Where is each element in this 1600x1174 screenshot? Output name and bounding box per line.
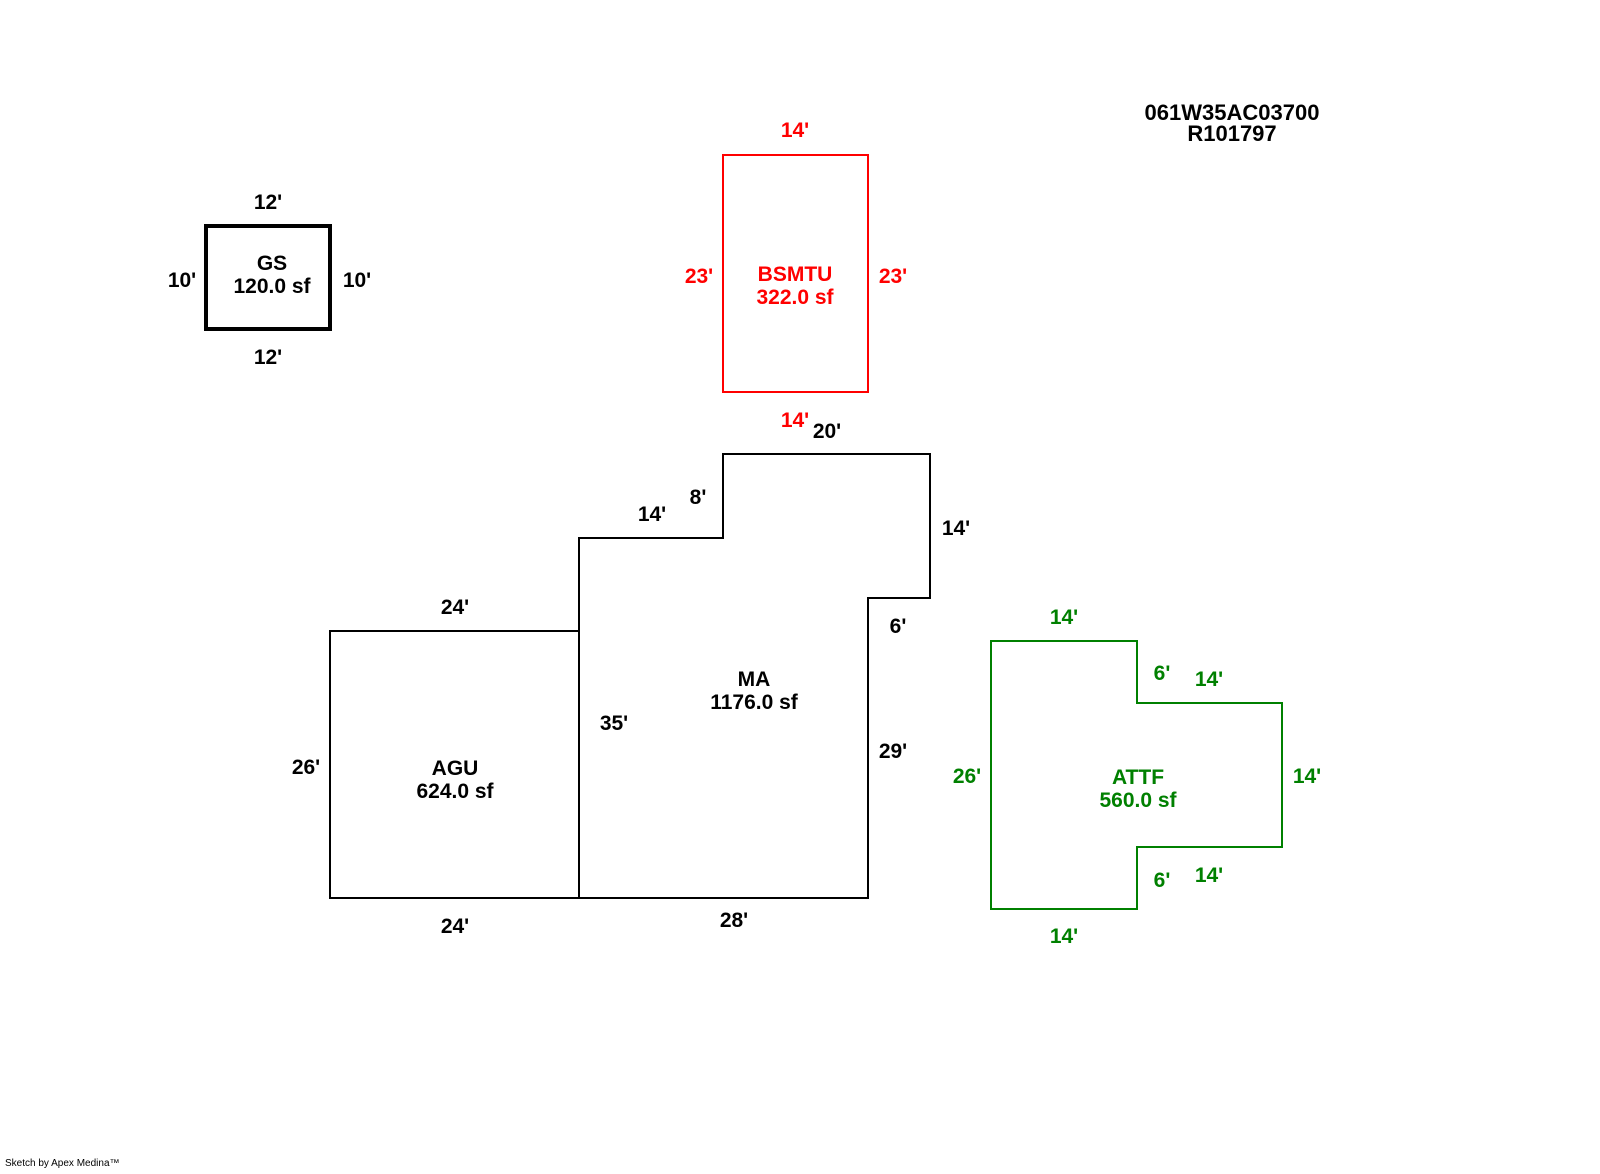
bsmtu-area: 322.0 sf	[756, 286, 834, 309]
agu-dim-bottom: 24'	[441, 915, 469, 938]
attf-code: ATTF	[1112, 766, 1164, 789]
agu-outline	[329, 630, 579, 899]
sketch-credit: Sketch by Apex Medina™	[5, 1158, 120, 1169]
gs-dim-top: 12'	[254, 191, 282, 214]
attf-dim-top: 14'	[1050, 606, 1078, 629]
attf-dim-notch-upper: 6'	[1154, 662, 1171, 685]
area-bsmtu: BSMTU 322.0 sf 14' 14' 23' 23'	[685, 119, 907, 432]
bsmtu-outline	[722, 154, 869, 393]
area-ma: MA 1176.0 sf 20' 14' 8' 14' 6' 29' 35' 2…	[578, 420, 970, 932]
gs-area: 120.0 sf	[233, 275, 311, 298]
gs-outline	[204, 224, 332, 331]
bsmtu-dim-left: 23'	[685, 265, 713, 288]
ma-dim-top: 20'	[813, 420, 841, 443]
attf-dim-bottom: 14'	[1050, 925, 1078, 948]
ma-dim-bottom: 28'	[720, 909, 748, 932]
area-gs: GS 120.0 sf 12' 12' 10' 10'	[168, 191, 371, 369]
attf-dim-left: 26'	[953, 765, 981, 788]
gs-dim-bottom: 12'	[254, 346, 282, 369]
map-taxlot-number: 061W35AC03700	[1145, 100, 1320, 125]
attf-area: 560.0 sf	[1099, 789, 1177, 812]
agu-dim-left: 26'	[292, 756, 320, 779]
ma-dim-notch: 6'	[890, 615, 907, 638]
gs-code: GS	[257, 252, 287, 275]
bsmtu-code: BSMTU	[758, 263, 833, 286]
gs-dim-left: 10'	[168, 269, 196, 292]
area-agu: AGU 624.0 sf 24' 24' 26'	[292, 596, 579, 938]
ma-outline	[578, 453, 931, 899]
account-number: R101797	[1187, 121, 1276, 146]
area-attf: ATTF 560.0 sf 14' 14' 26' 6' 14' 14' 6' …	[953, 606, 1321, 948]
attf-dim-wing-bottom: 14'	[1195, 864, 1223, 887]
bsmtu-dim-right: 23'	[879, 265, 907, 288]
attf-dim-notch-lower: 6'	[1154, 869, 1171, 892]
ma-area: 1176.0 sf	[710, 691, 799, 714]
attf-dim-right: 14'	[1293, 765, 1321, 788]
agu-dim-top: 24'	[441, 596, 469, 619]
ma-dim-right-lower: 29'	[879, 740, 907, 763]
ma-dim-right-upper: 14'	[942, 517, 970, 540]
gs-dim-right: 10'	[343, 269, 371, 292]
ma-dim-left: 35'	[600, 712, 628, 735]
attf-outline	[990, 640, 1283, 910]
ma-dim-step-side: 8'	[690, 486, 707, 509]
bsmtu-dim-top: 14'	[781, 119, 809, 142]
agu-area: 624.0 sf	[416, 780, 494, 803]
ma-dim-step-top: 14'	[638, 503, 666, 526]
bsmtu-dim-bottom: 14'	[781, 409, 809, 432]
ma-code: MA	[738, 668, 771, 691]
agu-code: AGU	[432, 757, 479, 780]
attf-dim-wing-top: 14'	[1195, 668, 1223, 691]
